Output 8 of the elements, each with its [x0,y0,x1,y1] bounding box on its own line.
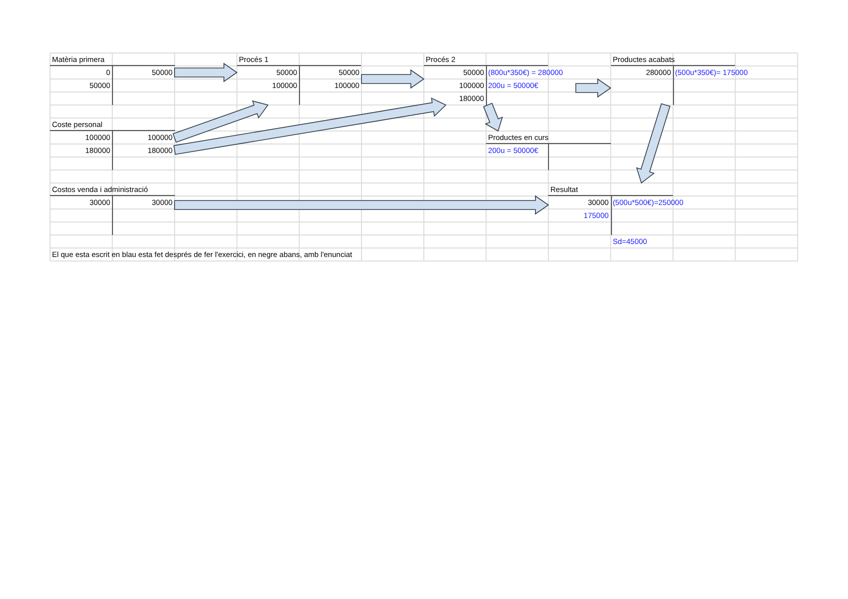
block-arrow [172,100,269,143]
block-arrow [361,69,424,89]
block-arrow [636,103,670,184]
block-arrow [174,62,238,82]
block-arrow [174,195,550,215]
block-arrow [483,102,503,132]
block-arrow [173,98,446,155]
block-arrow [575,78,612,98]
